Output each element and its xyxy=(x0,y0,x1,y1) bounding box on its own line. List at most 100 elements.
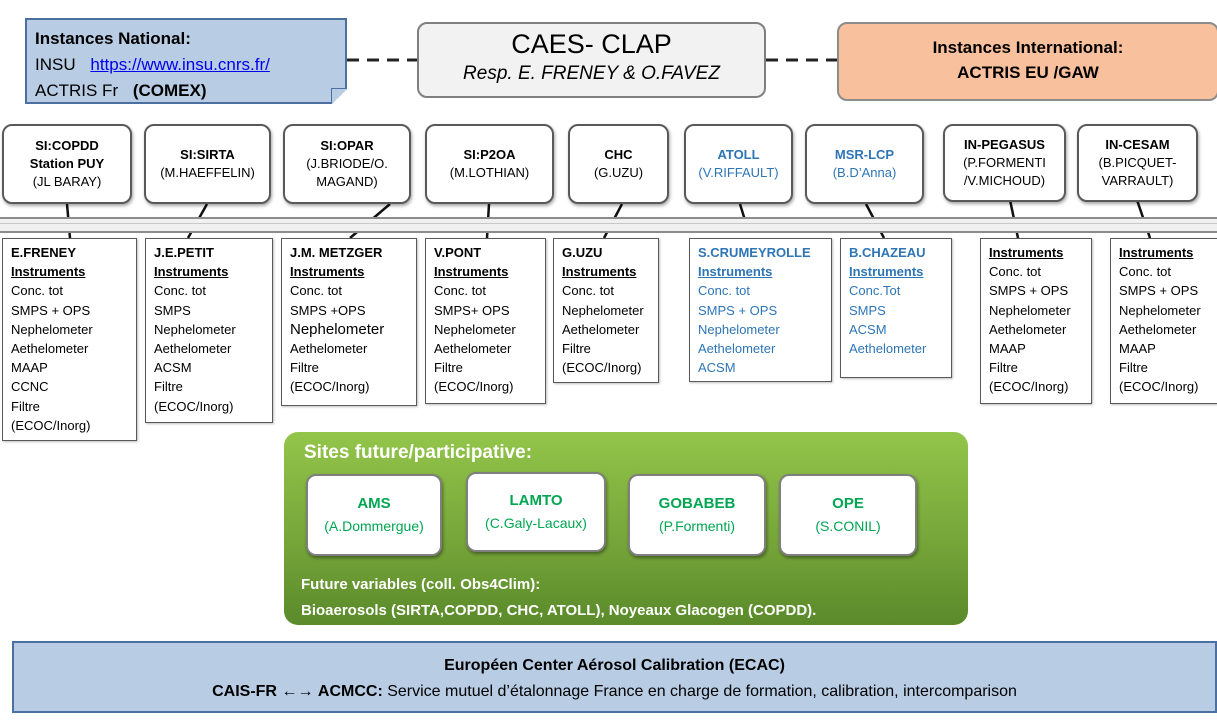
instrument-item: (ECOC/Inorg) xyxy=(1119,379,1199,395)
person-name: J.E.PETIT xyxy=(154,245,214,260)
instrument-item: Aethelometer xyxy=(290,341,368,357)
instrument-item: Filtre xyxy=(989,360,1018,376)
site-resp: (V.RIFFAULT) xyxy=(698,165,779,180)
instruments-header: Instruments xyxy=(698,264,773,280)
instruments-header: Instruments xyxy=(1119,245,1194,260)
site-in-pegasus: IN-PEGASUS (P.FORMENTI /V.MICHOUD) xyxy=(943,124,1066,202)
instrument-item: Conc. tot xyxy=(989,264,1042,280)
instrument-item: SMPS + OPS xyxy=(989,283,1069,299)
instrument-item: CCNC xyxy=(11,379,49,395)
instruments-p2oa: V.PONT Instruments Conc. tot SMPS+ OPS N… xyxy=(425,238,546,404)
instruments-header: Instruments xyxy=(434,264,509,280)
instrument-item: Filtre xyxy=(290,360,319,376)
instruments-atoll: S.CRUMEYROLLE Instruments Conc. tot SMPS… xyxy=(689,238,832,382)
future-sites-title: Sites future/participative: xyxy=(304,442,533,463)
instrument-item: Conc. tot xyxy=(11,283,64,299)
instruments-sirta: J.E.PETIT Instruments Conc. tot SMPS Nep… xyxy=(145,238,273,423)
future-site-name: OPE xyxy=(832,495,864,512)
ecac-title: Européen Center Aérosol Calibration (ECA… xyxy=(444,657,785,674)
caes-clap-box: CAES- CLAP Resp. E. FRENEY & O.FAVEZ xyxy=(417,22,766,98)
ecac-description: Service mutuel d’étalonnage France en ch… xyxy=(387,683,1017,700)
instruments-header: Instruments xyxy=(11,264,86,280)
site-p2oa: SI:P2OA (M.LOTHIAN) xyxy=(425,124,554,204)
instrument-item: Aethelometer xyxy=(698,341,776,357)
instrument-item: MAAP xyxy=(1119,341,1156,357)
instrument-item: Aethelometer xyxy=(849,341,927,357)
future-site-name: LAMTO xyxy=(509,492,563,509)
site-resp: (M.LOTHIAN) xyxy=(449,165,530,180)
international-title: Instances International: xyxy=(932,38,1124,57)
instrument-item: Filtre xyxy=(1119,360,1148,376)
instrument-item: Conc.Tot xyxy=(849,283,901,299)
separator-bar xyxy=(0,217,1217,233)
future-site-resp: (A.Dommergue) xyxy=(324,518,424,534)
instrument-item: Nephelometer xyxy=(698,321,780,337)
instrument-item: ACSM xyxy=(154,360,192,376)
national-title: Instances National: xyxy=(35,29,191,48)
site-resp-2: /V.MICHOUD) xyxy=(963,173,1046,188)
site-resp-2: VARRAULT) xyxy=(1101,173,1174,188)
acmcc-label: ACMCC: xyxy=(317,683,383,700)
instruments-in-pegasus: Instruments Conc. tot SMPS + OPS Nephelo… xyxy=(980,238,1092,404)
instruments-header: Instruments xyxy=(989,245,1064,260)
person-name: V.PONT xyxy=(434,245,482,260)
instrument-item: Conc. tot xyxy=(698,283,751,299)
instrument-item: Nephelometer xyxy=(290,320,385,338)
site-name: SI:P2OA xyxy=(463,147,516,162)
instrument-item: Aethelometer xyxy=(434,341,512,357)
site-in-cesam: IN-CESAM (B.PICQUET- VARRAULT) xyxy=(1077,124,1198,202)
instrument-item: (ECOC/Inorg) xyxy=(434,379,514,395)
instrument-item: Aethelometer xyxy=(562,321,640,337)
site-resp: (JL BARAY) xyxy=(32,174,102,189)
site-name: SI:COPDD xyxy=(35,138,99,153)
site-station: Station PUY xyxy=(29,156,105,171)
instruments-header: Instruments xyxy=(290,264,365,280)
site-name: IN-PEGASUS xyxy=(964,137,1045,152)
site-resp: (B.D’Anna) xyxy=(832,165,897,180)
site-resp: (G.UZU) xyxy=(593,165,644,180)
instrument-item: (ECOC/Inorg) xyxy=(11,417,91,433)
instrument-item: (ECOC/Inorg) xyxy=(290,379,370,395)
instrument-item: SMPS xyxy=(154,302,191,318)
insu-link[interactable]: https://www.insu.cnrs.fr/ xyxy=(90,55,270,74)
site-name: IN-CESAM xyxy=(1105,137,1170,152)
future-site-lamto: LAMTO (C.Galy-Lacaux) xyxy=(466,472,606,552)
site-resp: (P.FORMENTI xyxy=(963,155,1046,170)
instrument-item: SMPS+ OPS xyxy=(434,302,510,318)
person-name: J.M. METZGER xyxy=(290,245,383,260)
ecac-banner: Européen Center Aérosol Calibration (ECA… xyxy=(12,641,1217,713)
caes-title: CAES- CLAP xyxy=(511,29,672,59)
future-variables-title: Future variables (coll. Obs4Clim): xyxy=(301,576,541,593)
folded-corner-icon xyxy=(331,88,347,104)
instrument-item: Nephelometer xyxy=(562,302,644,318)
cais-fr-label: CAIS-FR xyxy=(212,683,277,700)
instruments-header: Instruments xyxy=(562,264,637,280)
instrument-item: Aethelometer xyxy=(989,321,1067,337)
instrument-item: Nephelometer xyxy=(154,321,236,337)
future-site-gobabeb: GOBABEB (P.Formenti) xyxy=(628,474,766,556)
future-sites-panel: Sites future/participative: AMS (A.Domme… xyxy=(284,432,968,625)
person-name: S.CRUMEYROLLE xyxy=(698,245,811,260)
instrument-item: (ECOC/Inorg) xyxy=(989,379,1069,395)
instrument-item: (ECOC/Inorg) xyxy=(154,398,234,414)
instrument-item: ACSM xyxy=(698,360,736,376)
instrument-item: Aethelometer xyxy=(154,341,232,357)
instrument-item: Filtre xyxy=(562,341,591,357)
site-chc: CHC (G.UZU) xyxy=(568,124,669,204)
instruments-opar: J.M. METZGER Instruments Conc. tot SMPS … xyxy=(281,238,417,406)
instrument-item: Filtre xyxy=(154,379,183,395)
site-resp: (M.HAEFFELIN) xyxy=(160,165,255,180)
site-name: MSR-LCP xyxy=(834,147,895,162)
instruments-header: Instruments xyxy=(849,264,924,280)
instrument-item: Conc. tot xyxy=(434,283,487,299)
instrument-item: Aethelometer xyxy=(11,341,89,357)
instrument-item: Nephelometer xyxy=(434,321,516,337)
future-variables-list: Bioaerosols (SIRTA,COPDD, CHC, ATOLL), N… xyxy=(301,602,817,619)
instrument-item: ACSM xyxy=(849,321,887,337)
national-instances-box: Instances National: INSU https://www.ins… xyxy=(25,18,347,104)
person-name: G.UZU xyxy=(562,245,603,260)
instruments-header: Instruments xyxy=(154,264,229,280)
site-resp: (B.PICQUET- xyxy=(1098,155,1177,170)
instruments-copdd: E.FRENEY Instruments Conc. tot SMPS + OP… xyxy=(2,238,137,441)
site-copdd: SI:COPDD Station PUY (JL BARAY) xyxy=(2,124,132,204)
